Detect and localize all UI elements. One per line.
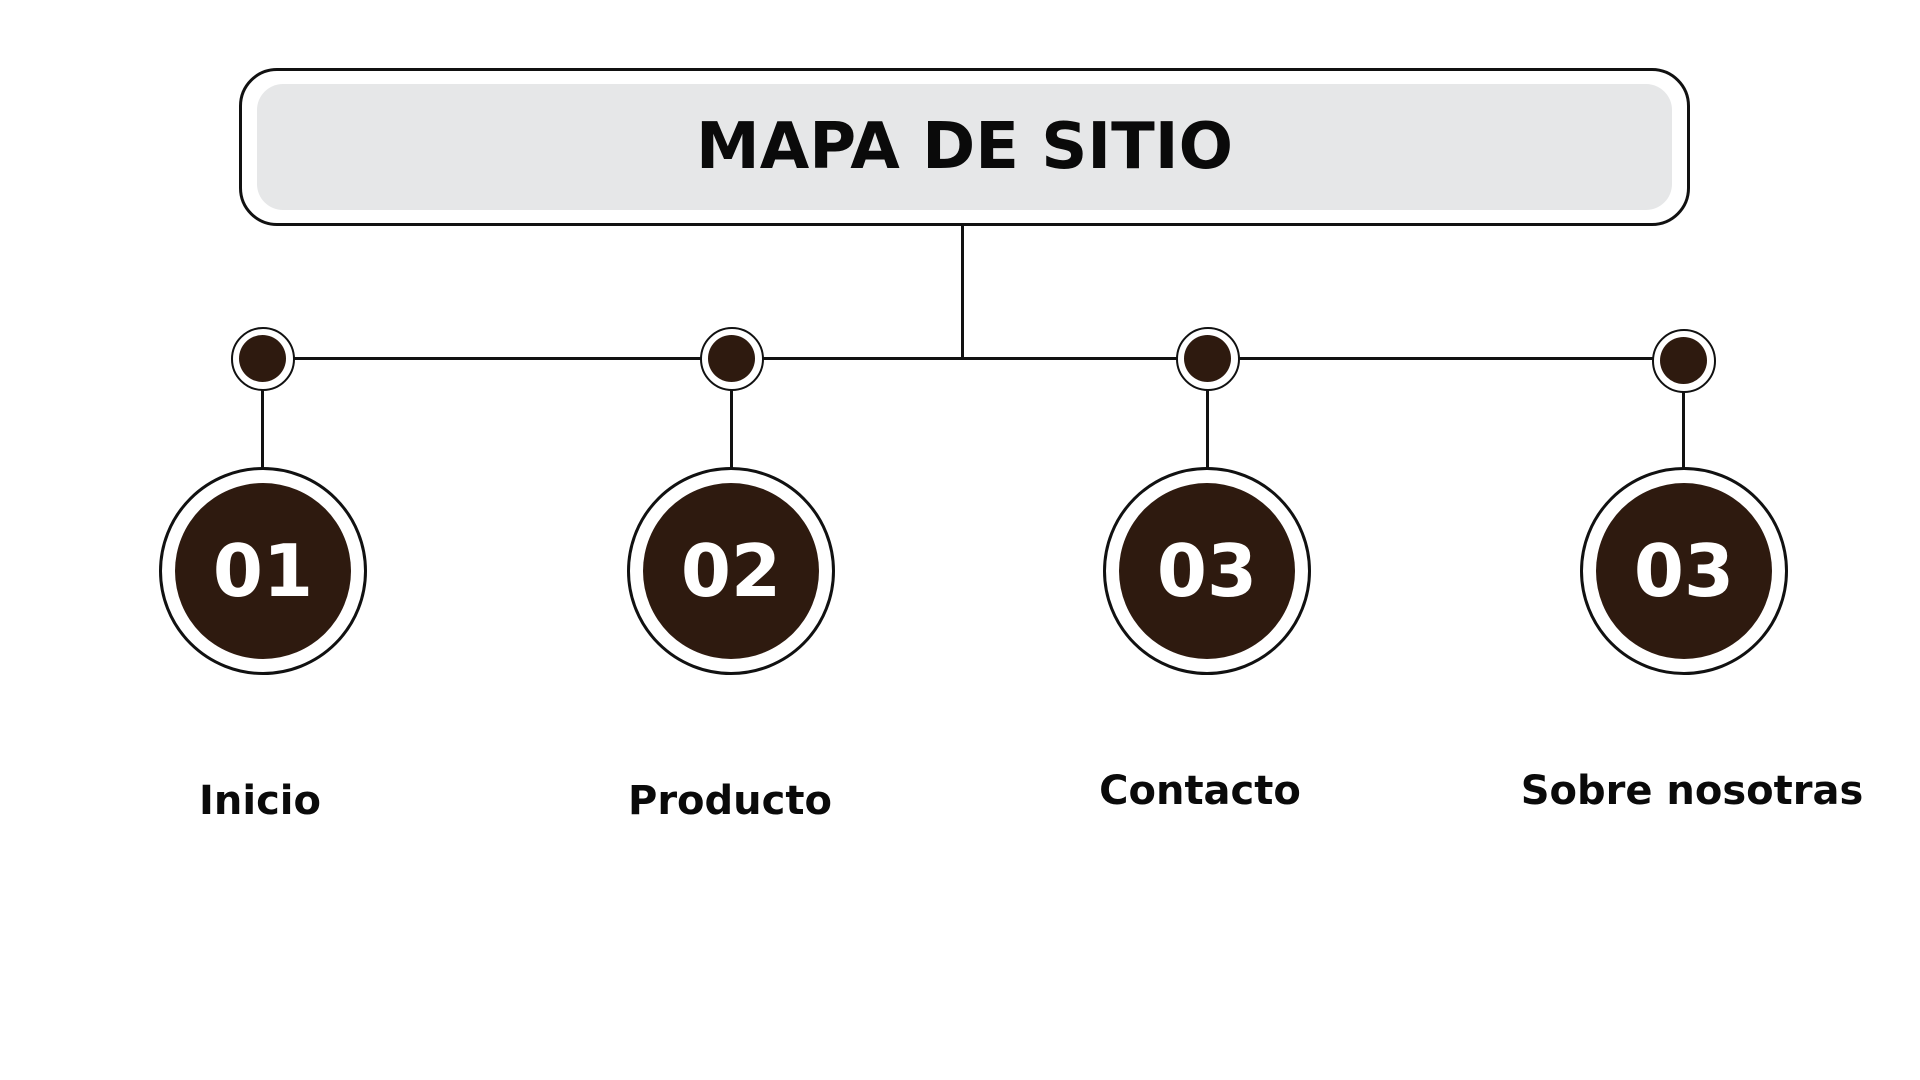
junction-node-1 bbox=[231, 327, 295, 391]
page-node-disc: 02 bbox=[643, 483, 819, 659]
drop-connector-1 bbox=[261, 390, 264, 470]
page-label-inicio: Inicio bbox=[199, 778, 321, 824]
junction-node-3 bbox=[1176, 327, 1240, 391]
page-node-4: 03 bbox=[1580, 467, 1788, 675]
title-inner-panel: MAPA DE SITIO bbox=[257, 84, 1672, 210]
page-node-disc: 01 bbox=[175, 483, 351, 659]
page-node-number: 03 bbox=[1156, 529, 1258, 613]
page-label-contacto: Contacto bbox=[1099, 768, 1301, 814]
page-node-number: 01 bbox=[212, 529, 314, 613]
drop-connector-4 bbox=[1682, 390, 1685, 470]
junction-node-4 bbox=[1652, 329, 1716, 393]
title-box: MAPA DE SITIO bbox=[239, 68, 1690, 226]
drop-connector-3 bbox=[1206, 390, 1209, 470]
horizontal-connector bbox=[262, 357, 1680, 360]
junction-dot bbox=[1660, 337, 1707, 384]
junction-dot bbox=[1184, 335, 1231, 382]
junction-dot bbox=[708, 335, 755, 382]
page-node-number: 02 bbox=[680, 529, 782, 613]
junction-node-2 bbox=[700, 327, 764, 391]
junction-dot bbox=[239, 335, 286, 382]
page-label-sobre-nosotras: Sobre nosotras bbox=[1520, 768, 1864, 814]
drop-connector-2 bbox=[730, 390, 733, 470]
page-node-disc: 03 bbox=[1596, 483, 1772, 659]
page-node-1: 01 bbox=[159, 467, 367, 675]
diagram-title: MAPA DE SITIO bbox=[696, 110, 1233, 184]
page-node-disc: 03 bbox=[1119, 483, 1295, 659]
page-node-3: 03 bbox=[1103, 467, 1311, 675]
trunk-connector bbox=[961, 226, 964, 358]
page-node-number: 03 bbox=[1633, 529, 1735, 613]
page-node-2: 02 bbox=[627, 467, 835, 675]
page-label-producto: Producto bbox=[628, 778, 832, 824]
